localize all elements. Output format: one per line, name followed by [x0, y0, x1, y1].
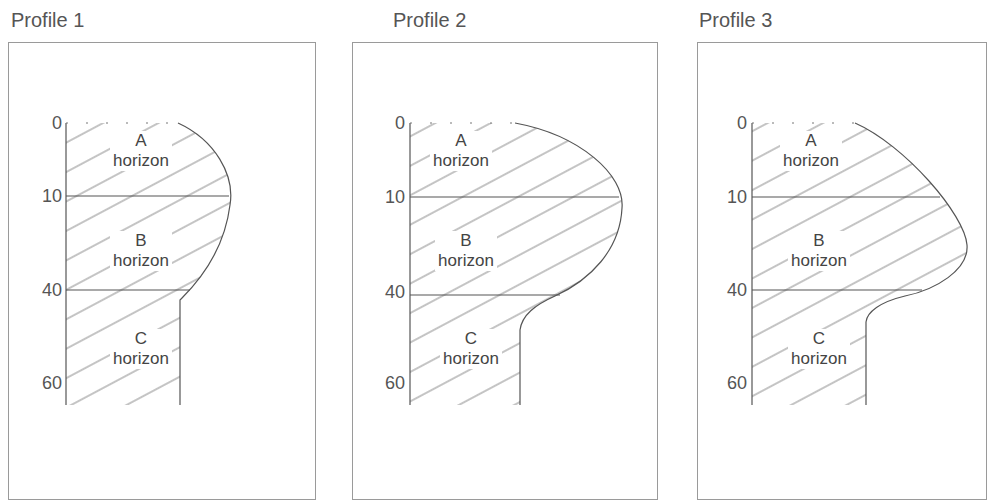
- horizon-label: C horizon: [440, 329, 502, 370]
- horizon-band: B horizon: [774, 228, 864, 275]
- profile-title: Profile 3: [699, 9, 772, 32]
- horizon-label: B horizon: [788, 231, 850, 272]
- depth-number: 40: [365, 281, 405, 303]
- depth-number: 10: [365, 186, 405, 208]
- horizon-label: C horizon: [110, 329, 172, 370]
- horizon-band: B horizon: [421, 228, 511, 275]
- horizon-boundary: [66, 289, 190, 290]
- horizon-band: A horizon: [766, 128, 856, 175]
- horizon-band: A horizon: [416, 128, 506, 175]
- profile-title: Profile 2: [393, 9, 466, 32]
- horizon-boundary: [410, 294, 560, 295]
- horizon-label: A horizon: [780, 131, 842, 172]
- depth-number: 0: [707, 112, 747, 134]
- surface-line: [66, 123, 178, 124]
- horizon-band: C horizon: [774, 326, 864, 373]
- hatched-soil: [410, 123, 622, 405]
- depth-axis: [409, 123, 410, 405]
- soil-profile-shape: [410, 123, 622, 405]
- horizon-band: B horizon: [96, 228, 186, 275]
- horizon-boundary: [410, 196, 619, 197]
- depth-number: 60: [365, 372, 405, 394]
- depth-number: 10: [22, 185, 62, 207]
- horizon-label: B horizon: [435, 231, 497, 272]
- depth-number: 10: [707, 186, 747, 208]
- hatched-soil: [752, 123, 967, 405]
- profile-title: Profile 1: [11, 9, 84, 32]
- hatched-soil: [66, 123, 231, 405]
- depth-axis: [65, 123, 66, 405]
- horizon-label: A horizon: [430, 131, 492, 172]
- depth-number: 40: [707, 279, 747, 301]
- soil-profile-shape: [752, 123, 967, 405]
- depth-number: 0: [365, 112, 405, 134]
- depth-axis: [751, 123, 752, 405]
- horizon-band: C horizon: [96, 326, 186, 373]
- profile-panel: Profile 3A horizonB horizonC horizon: [697, 42, 987, 500]
- horizon-band: C horizon: [426, 326, 516, 373]
- soil-profile-shape: [66, 123, 231, 405]
- profile-outline: [855, 123, 967, 405]
- horizon-boundary: [752, 196, 940, 197]
- depth-number: 60: [707, 372, 747, 394]
- surface-line: [410, 123, 515, 124]
- profile-outline: [178, 123, 231, 405]
- horizon-band: A horizon: [96, 128, 186, 175]
- profile-panel: Profile 1A horizonB horizonC horizon: [8, 42, 316, 500]
- profile-outline: [515, 123, 622, 405]
- horizon-label: A horizon: [110, 131, 172, 172]
- surface-line: [752, 123, 855, 124]
- depth-number: 0: [22, 112, 62, 134]
- profile-panel: Profile 2A horizonB horizonC horizon: [352, 42, 658, 500]
- depth-number: 60: [22, 372, 62, 394]
- horizon-boundary: [752, 289, 922, 290]
- horizon-label: C horizon: [788, 329, 850, 370]
- horizon-boundary: [66, 195, 229, 196]
- horizon-label: B horizon: [110, 231, 172, 272]
- depth-number: 40: [22, 279, 62, 301]
